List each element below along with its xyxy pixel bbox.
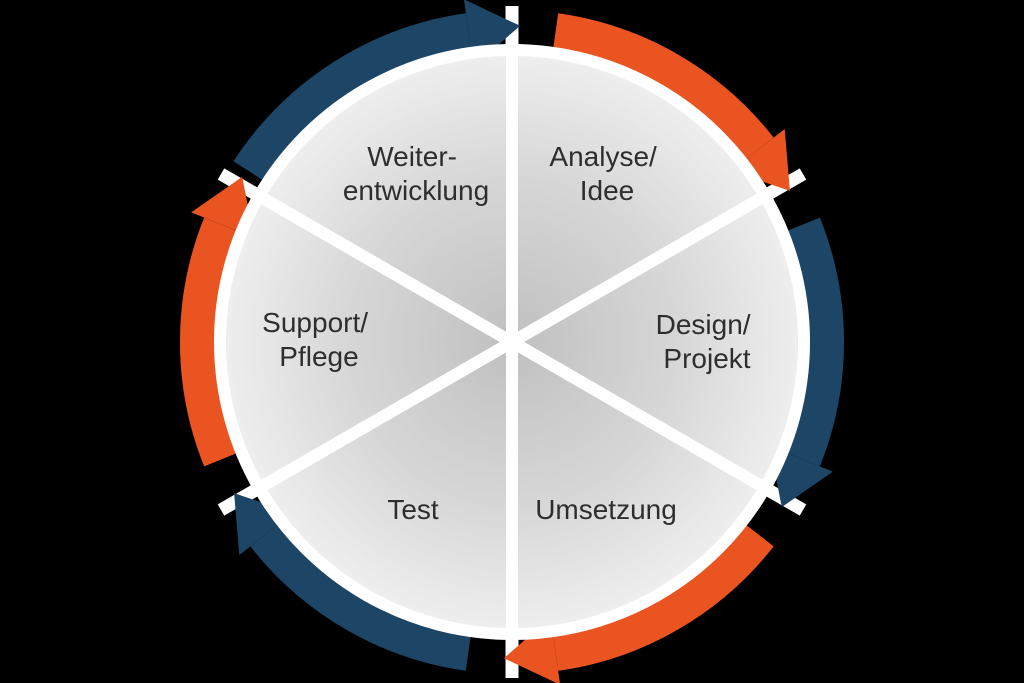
arrow-design-to-umsetzung-head	[769, 446, 833, 508]
segments	[213, 44, 811, 640]
label-line: Test	[387, 494, 439, 525]
label-line: entwicklung	[343, 175, 489, 206]
label-line: Umsetzung	[535, 494, 677, 525]
label-line: Support/	[262, 307, 368, 338]
label-line: Projekt	[663, 343, 750, 374]
arrow-support-to-weiterentwicklung-head	[191, 176, 255, 238]
label-line: Analyse/	[549, 141, 657, 172]
arrow-test-to-support-arc	[250, 521, 472, 671]
segment-label-test: Test	[387, 494, 439, 525]
segment-design-projekt	[506, 190, 811, 494]
segment-label-design-projekt: Design/ Projekt	[656, 309, 759, 374]
segment-label-analyse-idee: Analyse/ Idee	[549, 141, 664, 206]
arrow-analyse-to-design-arc	[552, 13, 774, 163]
segment-label-support-pflege: Support/ Pflege	[262, 307, 376, 372]
label-line: Weiter-	[367, 141, 457, 172]
segment-labels: Analyse/ Idee Design/ Projekt Umsetzung …	[262, 141, 759, 525]
arrow-design-to-umsetzung-arc	[782, 217, 844, 467]
segment-test	[253, 336, 518, 640]
segment-label-weiterentwicklung: Weiter- entwicklung	[343, 141, 489, 206]
arrow-support-to-weiterentwicklung-arc	[180, 217, 242, 467]
segment-support-pflege	[213, 190, 518, 494]
arrow-umsetzung-to-test-arc	[552, 521, 774, 671]
segment-analyse-idee	[506, 44, 771, 348]
arrow-weiterentwicklung-to-analyse-arc	[233, 13, 472, 184]
segment-weiterentwicklung	[253, 44, 518, 348]
label-line: Pflege	[279, 341, 358, 372]
segment-umsetzung	[506, 336, 771, 640]
label-line: Idee	[580, 175, 635, 206]
segment-label-umsetzung: Umsetzung	[535, 494, 677, 525]
cycle-arrow-arcs	[180, 13, 844, 671]
label-line: Design/	[656, 309, 751, 340]
